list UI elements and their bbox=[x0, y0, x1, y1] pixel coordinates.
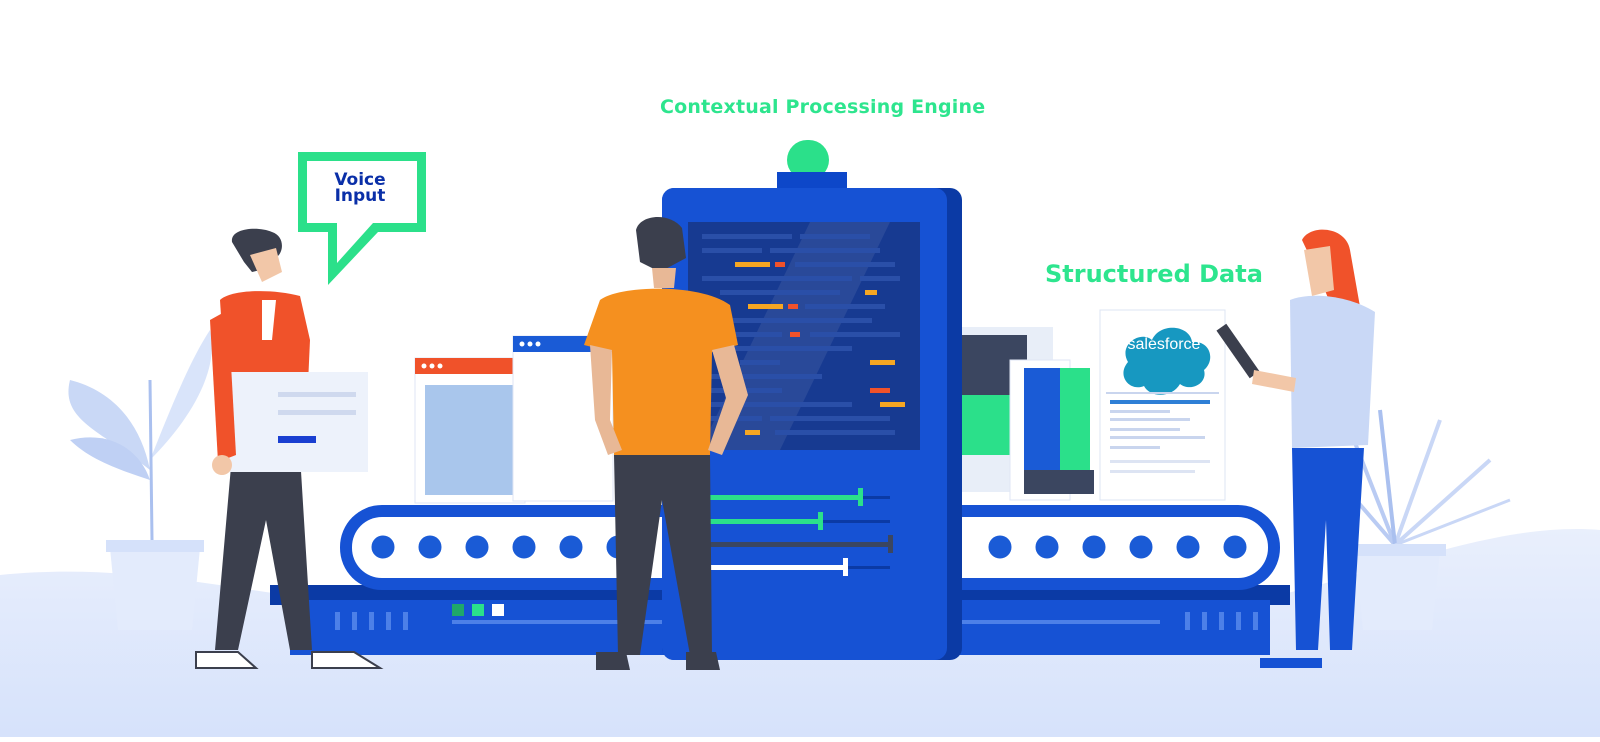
tablet-icon bbox=[1216, 323, 1260, 379]
code-lines bbox=[702, 234, 905, 435]
voice-line-1: Voice bbox=[334, 170, 386, 190]
data-card bbox=[958, 327, 1094, 501]
person-middle bbox=[584, 216, 748, 670]
person-left bbox=[195, 228, 384, 669]
engine-label: Contextual Processing Engine bbox=[660, 96, 986, 118]
progress-sliders bbox=[690, 488, 893, 576]
plant-icon bbox=[68, 330, 212, 630]
person-right bbox=[1216, 229, 1375, 668]
voice-line-2: Input bbox=[334, 186, 386, 206]
processing-machine bbox=[662, 140, 962, 660]
conveyor-rollers bbox=[366, 530, 1252, 564]
salesforce-logo-text: salesforce bbox=[1127, 336, 1201, 353]
voice-input-label: Voice Input bbox=[300, 170, 420, 206]
browser-window bbox=[414, 357, 526, 504]
salesforce-card bbox=[1099, 309, 1226, 501]
salesforce-logo bbox=[1123, 327, 1211, 395]
speech-bubble-icon bbox=[298, 152, 426, 285]
structured-data-label: Structured Data bbox=[1045, 260, 1263, 288]
